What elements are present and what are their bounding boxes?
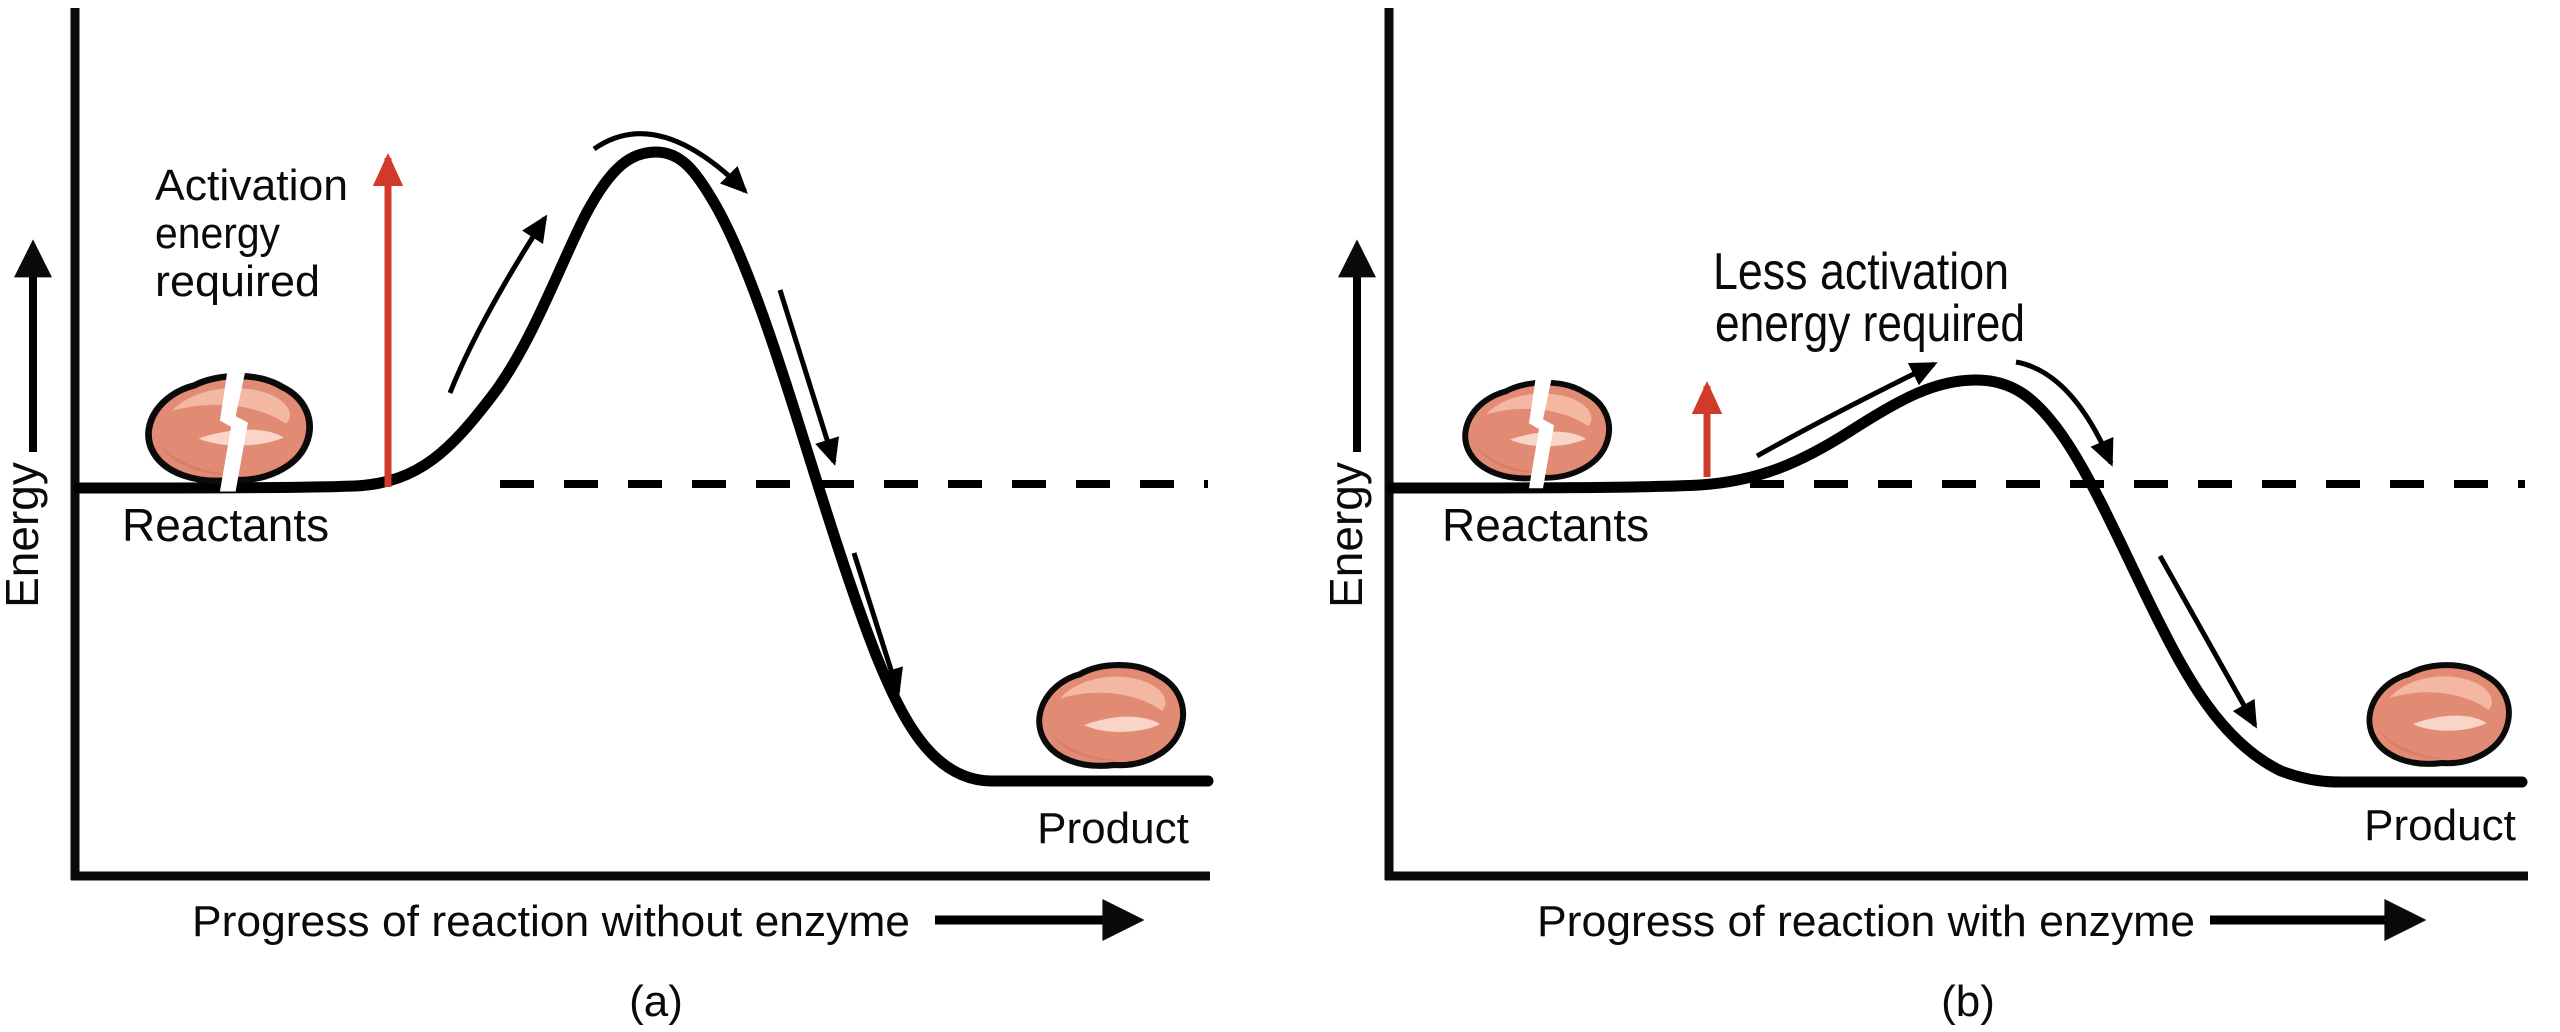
panel-b-energy-axis-label: Energy (1320, 462, 1372, 608)
panel-a-reactant-molecule (148, 369, 309, 492)
panel-a-curve-ascent-arrow-icon (447, 214, 548, 394)
panel-b-annotation-line-1: Less activation (1713, 243, 2009, 301)
panel-a: Energy Reactants Product Activation ener… (0, 8, 1214, 1026)
panel-b-annotation-line-2: energy required (1715, 295, 2025, 353)
panel-b-curve-over-peak-arrow-icon (2015, 359, 2114, 467)
panel-a-product-label: Product (1037, 804, 1189, 853)
panel-b-curve-ascent-arrow-icon (1755, 361, 1938, 459)
panel-b-curve-descent-arrow-icon (2157, 554, 2258, 729)
panel-b-product-label: Product (2364, 801, 2516, 850)
panel-a-x-axis-label: Progress of reaction without enzyme (192, 897, 910, 946)
panel-b-reaction-curve (1386, 374, 2528, 788)
panel-b-caption: (b) (1941, 977, 1995, 1026)
panel-a-caption: (a) (629, 977, 683, 1026)
panel-b-x-axis-label: Progress of reaction with enzyme (1537, 897, 2195, 946)
panel-a-curve-over-peak-arrow-icon (592, 131, 748, 194)
panel-a-product-molecule (1039, 665, 1183, 766)
panel-a-curve-descent-arrow-upper-icon (777, 289, 839, 466)
panel-b-reactants-label: Reactants (1442, 499, 1649, 551)
panel-a-annotation-line-3: required (155, 257, 320, 306)
panel-b-product-molecule (2369, 665, 2508, 764)
panel-a-energy-axis-label: Energy (0, 462, 48, 608)
panel-b-reactant-molecule (1465, 376, 1609, 489)
panel-a-annotation-line-2: energy (155, 209, 280, 258)
panel-a-reaction-curve (72, 146, 1214, 787)
panel-a-reactants-label: Reactants (122, 499, 329, 551)
panel-b: Energy Reactants Product Less activation… (1320, 8, 2528, 1026)
panel-a-curve-descent-arrow-lower-icon (851, 552, 903, 696)
panel-a-annotation-line-1: Activation (155, 161, 348, 210)
